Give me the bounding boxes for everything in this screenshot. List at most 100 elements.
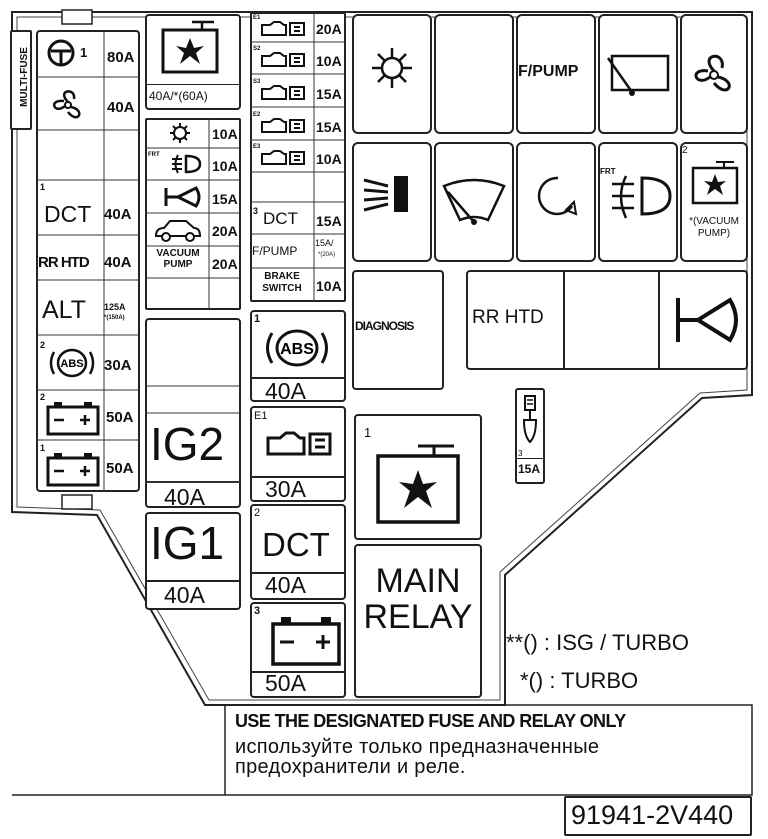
notice-russian-line2: предохранители и реле. bbox=[235, 756, 466, 778]
cooling-fan-icon bbox=[376, 444, 460, 524]
fuse-label-brake-switch: BRAKE SWITCH bbox=[262, 271, 302, 294]
fuse-mark: 1 bbox=[80, 45, 88, 60]
relay-label-f-pump: F/PUMP bbox=[518, 63, 579, 80]
wiper-icon bbox=[442, 178, 506, 225]
fuse-rating: 30A bbox=[104, 357, 132, 374]
svg-text:ABS: ABS bbox=[60, 358, 83, 370]
notice-russian-line1: используйте только предназначенные bbox=[235, 736, 600, 758]
front-fog-icon bbox=[612, 175, 672, 219]
fuse-rating: 50A bbox=[106, 409, 134, 426]
engine-icon bbox=[266, 431, 332, 456]
cooling-fan-icon bbox=[691, 161, 739, 205]
fuse-mark: 1 bbox=[40, 182, 46, 192]
legend-isg-turbo: **() : ISG / TURBO bbox=[506, 630, 689, 655]
fuse-rating: 15A/ bbox=[315, 238, 334, 248]
fuse-mark: E3 bbox=[253, 144, 261, 150]
diagnosis-connector bbox=[352, 270, 444, 390]
fuse-mark: 2 bbox=[40, 392, 46, 402]
fuse-rating: 30A bbox=[265, 476, 306, 502]
main-relay bbox=[354, 544, 482, 698]
fuse-mark: E1 bbox=[253, 15, 261, 21]
fuse-label-alt: ALT bbox=[42, 296, 86, 324]
front-fog-icon bbox=[172, 154, 202, 174]
fuse-mark: 1 bbox=[254, 313, 261, 325]
notice-english: USE THE DESIGNATED FUSE AND RELAY ONLY bbox=[235, 711, 626, 731]
ig2-grid bbox=[145, 385, 241, 483]
fuse-rating: 10A bbox=[316, 278, 342, 294]
dct-fuse bbox=[250, 504, 346, 600]
fuse-mark: 3 bbox=[254, 605, 261, 617]
fuse-mark: S2 bbox=[253, 46, 261, 52]
fuse-rating: 40A bbox=[265, 572, 306, 598]
abs-fuse bbox=[250, 310, 346, 402]
multi-fuse-label: MULTI-FUSE bbox=[18, 47, 30, 107]
relay-wiper bbox=[434, 142, 514, 262]
small-fuse-group-3 bbox=[250, 12, 346, 302]
small-fuse-grid-3 bbox=[250, 12, 346, 302]
fuse-rating: 20A bbox=[316, 21, 342, 37]
fuse-rating: 20A bbox=[212, 256, 238, 272]
fuse-label-ig2: IG2 bbox=[150, 418, 225, 470]
fuse-mark: 2 bbox=[254, 507, 261, 519]
fuse-rating: 15A bbox=[212, 191, 238, 207]
battery-icon bbox=[271, 617, 341, 666]
car-icon bbox=[154, 220, 202, 242]
relay-headlight bbox=[352, 142, 432, 262]
fuse-rating: 15A bbox=[316, 119, 342, 135]
fuse-rating: 40A bbox=[164, 582, 205, 608]
part-number-box bbox=[564, 796, 752, 836]
fuse-mark: 1 bbox=[40, 443, 46, 453]
fuel-pump-icon bbox=[522, 395, 538, 444]
engine-icon bbox=[261, 150, 305, 165]
relay-label-rr-htd: RR HTD bbox=[472, 307, 544, 328]
relay-f-pump bbox=[516, 14, 596, 134]
multi-fuse-label-box bbox=[10, 30, 32, 130]
fuse-rating: 40A bbox=[104, 206, 132, 223]
relay-circulation bbox=[516, 142, 596, 262]
fan-icon bbox=[53, 90, 81, 119]
horn-icon bbox=[676, 297, 738, 343]
fuse-label-vacuum-pump: VACUUM PUMP bbox=[156, 248, 200, 270]
wiper-rear-icon bbox=[606, 54, 670, 96]
fuse-mark: S3 bbox=[253, 79, 261, 85]
relay-blank bbox=[434, 14, 514, 134]
fuse-label-dct: DCT bbox=[262, 526, 330, 563]
ac-icon bbox=[170, 123, 190, 143]
relay-ac bbox=[352, 14, 432, 134]
legend-turbo: *() : TURBO bbox=[520, 668, 639, 693]
fuse-mark: E2 bbox=[253, 112, 261, 118]
arrow-circle-icon bbox=[537, 176, 578, 216]
fuse-rating: 15A bbox=[316, 86, 342, 102]
fuse-rating: 15A bbox=[316, 213, 342, 229]
multi-fuse-grid bbox=[36, 30, 140, 492]
fuse-mark: E1 bbox=[254, 410, 268, 422]
fuse-label-rr-htd: RR HTD bbox=[38, 254, 90, 271]
fuse-label-dct: DCT bbox=[44, 201, 92, 227]
engine-icon bbox=[261, 52, 305, 67]
fuse-rating: 20A bbox=[212, 223, 238, 239]
ig1-fuse bbox=[145, 512, 241, 610]
fuse-rating: 40A/*(60A) bbox=[149, 89, 208, 103]
fuse-rating: 125A bbox=[104, 302, 126, 312]
fuse-label-f-pump: F/PUMP bbox=[252, 244, 298, 258]
fuse-rating: 80A bbox=[107, 49, 135, 66]
battery-icon bbox=[46, 402, 100, 436]
fuse-rating: 10A bbox=[316, 151, 342, 167]
abs-icon: ABS bbox=[266, 329, 328, 367]
fuse-label-dct: DCT bbox=[263, 209, 298, 228]
battery-icon bbox=[46, 453, 100, 487]
part-number: 91941-2V440 bbox=[571, 800, 734, 830]
fuse-alt-rating: *(150A) bbox=[104, 315, 125, 321]
multi-fuse-block bbox=[36, 30, 140, 492]
fuse-mark: 3 bbox=[253, 206, 259, 216]
main-relay-label: MAIN RELAY bbox=[363, 562, 473, 636]
svg-text:ABS: ABS bbox=[280, 341, 314, 358]
fuse-rating: 40A bbox=[107, 99, 135, 116]
relay-mark: 2 bbox=[682, 145, 688, 156]
frt-label: FRT bbox=[148, 152, 160, 158]
fan-icon bbox=[694, 54, 731, 92]
ac-icon bbox=[372, 48, 412, 88]
frt-label: FRT bbox=[600, 167, 616, 176]
fuse-rating: 50A bbox=[106, 460, 134, 477]
fuse-label-ig1: IG1 bbox=[150, 517, 225, 569]
